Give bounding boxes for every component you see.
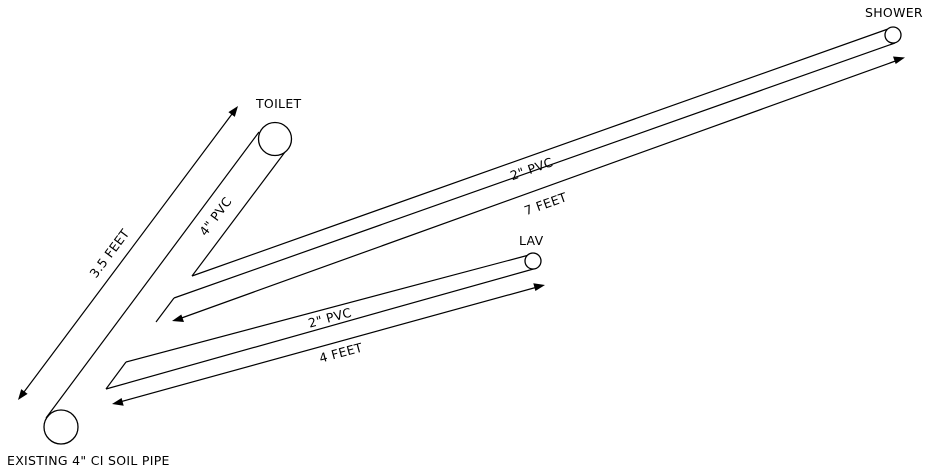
fixtures bbox=[43, 26, 902, 445]
main-pipe-right-wall-mid bbox=[155, 297, 175, 323]
dimensions bbox=[18, 56, 905, 406]
lav-pipe-upper-wall bbox=[125, 254, 530, 363]
dim-shower-arrow-left bbox=[172, 314, 184, 322]
dim-lav-arrow-left bbox=[112, 398, 124, 406]
lav-label: LAV bbox=[519, 233, 544, 248]
toilet-label: TOILET bbox=[255, 96, 302, 111]
main-pipe-right-wall-lower bbox=[105, 361, 127, 390]
dim-toilet-arrow-top bbox=[228, 106, 238, 117]
dim-toilet-line bbox=[20, 109, 236, 397]
dim-toilet-label: 3.5 FEET bbox=[86, 226, 132, 281]
lav-circle bbox=[524, 252, 542, 270]
main-pipe-left-wall bbox=[45, 131, 260, 419]
toilet-circle bbox=[257, 121, 293, 157]
labels: TOILET SHOWER LAV EXISTING 4" CI SOIL PI… bbox=[7, 5, 923, 468]
dim-shower-line bbox=[175, 58, 902, 321]
shower-pipe-size-label: 2" PVC bbox=[508, 154, 555, 183]
existing-soil-pipe-label: EXISTING 4" CI SOIL PIPE bbox=[7, 453, 170, 468]
shower-pipe-upper-wall bbox=[191, 28, 889, 277]
existing-soil-pipe-circle bbox=[43, 409, 79, 445]
dim-shower-arrow-right bbox=[893, 56, 905, 64]
shower-pipe-lower-wall bbox=[173, 42, 896, 299]
dim-lav-label: 4 FEET bbox=[317, 340, 364, 366]
toilet-pipe-right-wall bbox=[191, 147, 289, 277]
shower-circle bbox=[884, 26, 902, 44]
toilet-pipe-size-label: 4" PVC bbox=[196, 194, 234, 238]
shower-label: SHOWER bbox=[865, 5, 923, 20]
pipe-network bbox=[45, 28, 896, 419]
dim-lav-arrow-right bbox=[533, 283, 545, 291]
lav-pipe-lower-wall bbox=[105, 267, 538, 390]
dim-shower-label: 7 FEET bbox=[522, 189, 569, 218]
dim-toilet-arrow-bottom bbox=[18, 389, 28, 400]
dim-lav-line bbox=[115, 285, 542, 404]
